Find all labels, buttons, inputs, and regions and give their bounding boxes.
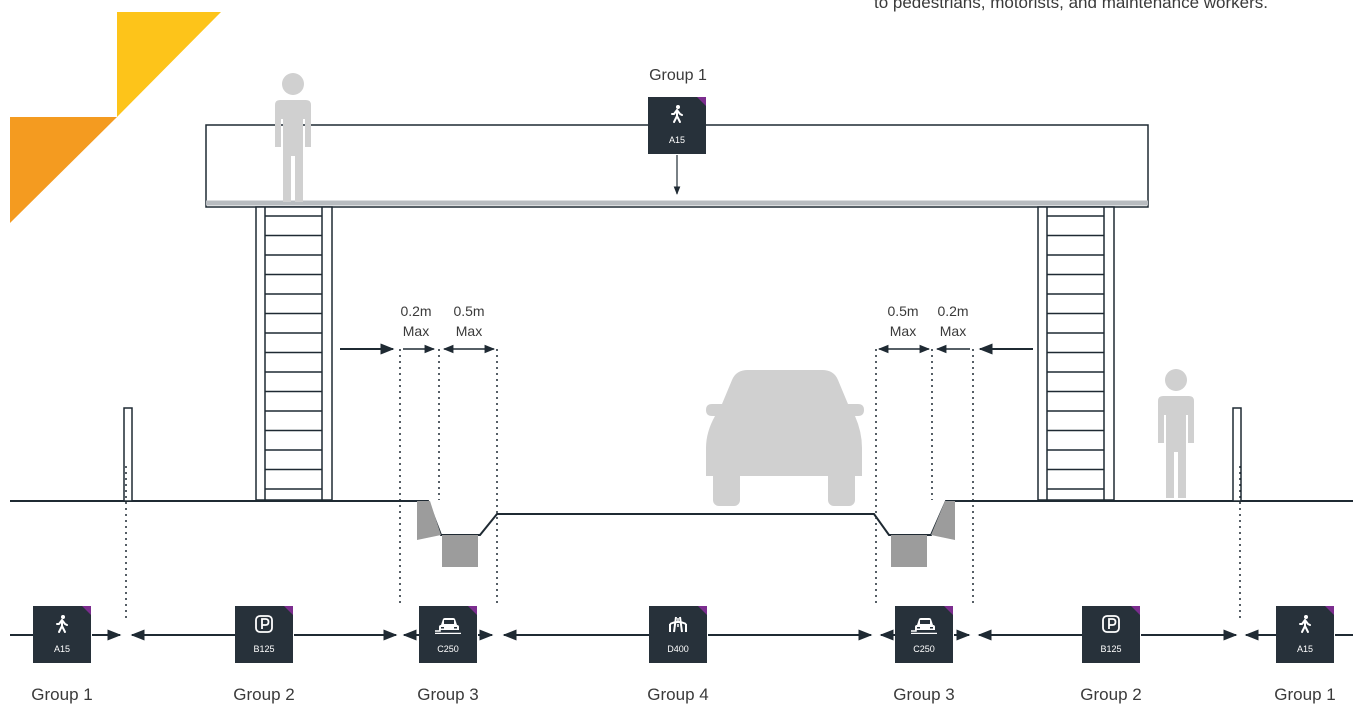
clearance-right-2-note: Max — [940, 323, 966, 339]
zone-group-label: Group 2 — [233, 685, 294, 704]
drainage-channels — [417, 501, 955, 567]
left-post — [123, 407, 133, 502]
zone-group-label: Group 4 — [647, 685, 708, 704]
zone-code: A15 — [54, 644, 70, 654]
clearance-labels: 0.2m Max 0.5m Max 0.5m Max 0.2m Max — [400, 303, 968, 339]
zone-badge-7: A15 — [1276, 606, 1334, 663]
caption-text: to pedestrians, motorists, and maintenan… — [874, 0, 1268, 12]
zone-badge-6: B125 — [1082, 606, 1140, 663]
zone-group-label: Group 2 — [1080, 685, 1141, 704]
clearance-left-1-value: 0.2m — [400, 303, 431, 319]
zone-badge-5: C250 — [895, 606, 953, 663]
top-group-label: Group 1 — [649, 67, 707, 84]
clearance-left-2-note: Max — [456, 323, 482, 339]
zone-code: B125 — [1100, 644, 1121, 654]
zone-badge-4: D400 — [649, 606, 707, 663]
zone-code: D400 — [667, 644, 689, 654]
zone-group-label: Group 1 — [1274, 685, 1335, 704]
top-badge: A15 — [648, 97, 706, 154]
right-post — [1232, 407, 1242, 502]
zone-group-label: Group 3 — [893, 685, 954, 704]
left-tower — [255, 206, 333, 501]
zone-group-label: Group 1 — [31, 685, 92, 704]
clearance-right-1-value: 0.5m — [887, 303, 918, 319]
person-on-footpath-icon — [1158, 369, 1194, 498]
ground-line — [10, 500, 1353, 536]
zone-code: B125 — [253, 644, 274, 654]
clearance-right-2-value: 0.2m — [937, 303, 968, 319]
car-icon — [706, 370, 864, 506]
zone-badge-3: C250 — [419, 606, 477, 663]
top-badge-code: A15 — [669, 135, 685, 145]
zone-badge-1: A15 — [33, 606, 91, 663]
clearance-left-1-note: Max — [403, 323, 429, 339]
clearance-right-1-note: Max — [890, 323, 916, 339]
clearance-left-2-value: 0.5m — [453, 303, 484, 319]
zone-code: C250 — [913, 644, 935, 654]
right-tower — [1037, 206, 1115, 501]
zone-code: A15 — [1297, 644, 1313, 654]
clearance-markers — [125, 343, 1241, 620]
zone-badge-2: B125 — [235, 606, 293, 663]
brand-logo — [10, 12, 221, 223]
zone-group-label: Group 3 — [417, 685, 478, 704]
zone-code: C250 — [437, 644, 459, 654]
